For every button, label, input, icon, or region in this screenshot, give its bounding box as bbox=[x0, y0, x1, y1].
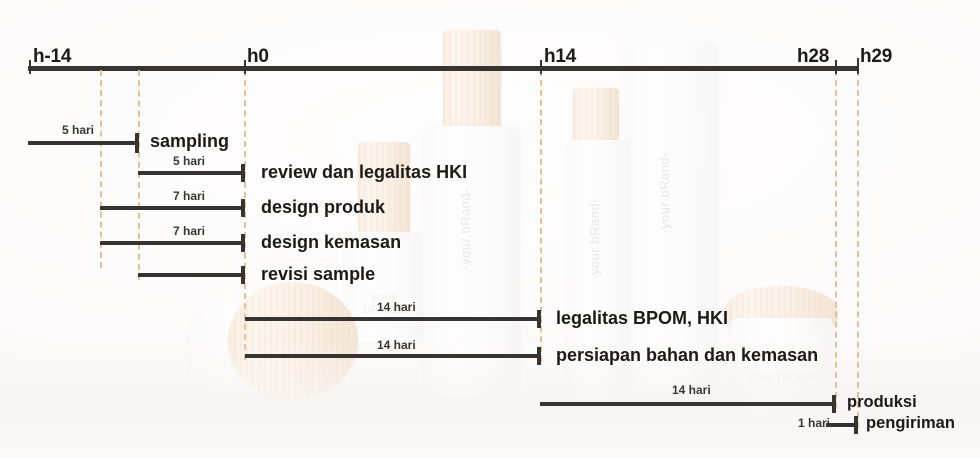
task-duration: 5 hari bbox=[62, 123, 95, 137]
task-bar bbox=[245, 354, 541, 358]
task-label-persiapan-bahan-dan-kemasan: persiapan bahan dan kemasan bbox=[556, 345, 819, 365]
guide-line bbox=[540, 70, 542, 362]
task-bar-end-cap bbox=[537, 310, 541, 328]
guide-line bbox=[835, 70, 837, 408]
task-bar-end-cap bbox=[537, 347, 541, 365]
axis-label-h29: h29 bbox=[860, 46, 893, 67]
task-duration: 7 hari bbox=[173, 224, 206, 238]
task-duration: 14 hari bbox=[377, 300, 416, 314]
task-duration: 5 hari bbox=[173, 154, 206, 168]
task-bar bbox=[28, 141, 138, 145]
task-label-sampling: sampling bbox=[150, 131, 230, 151]
timeline-axis bbox=[28, 66, 858, 71]
guide-line bbox=[857, 70, 859, 428]
task-bar-end-cap bbox=[241, 234, 245, 252]
task-label-design-produk: design produk bbox=[261, 197, 386, 217]
task-label-review-dan-legalitas-hki: review dan legalitas HKI bbox=[261, 162, 468, 182]
task-label-pengiriman: pengiriman bbox=[866, 414, 955, 432]
task-label-revisi-sample: revisi sample bbox=[261, 264, 376, 284]
task-duration: 1 hari bbox=[798, 416, 831, 430]
task-bar bbox=[138, 171, 245, 175]
task-bar bbox=[100, 206, 245, 210]
guide-line bbox=[244, 70, 246, 360]
task-bar-end-cap bbox=[241, 266, 245, 284]
task-bar bbox=[540, 402, 836, 406]
task-bar bbox=[245, 317, 541, 321]
task-bar bbox=[100, 241, 245, 245]
task-bar-end-cap bbox=[241, 164, 245, 182]
task-bar-end-cap bbox=[135, 133, 139, 153]
task-label-design-kemasan: design kemasan bbox=[261, 232, 402, 252]
axis-label-h-14: h-14 bbox=[33, 46, 72, 67]
task-label-legalitas-bpom-hki: legalitas BPOM, HKI bbox=[556, 308, 729, 328]
axis-tick-h0 bbox=[244, 60, 246, 74]
task-label-produksi: produksi bbox=[847, 393, 917, 411]
task-bar bbox=[138, 273, 245, 277]
task-bar-end-cap bbox=[241, 199, 245, 217]
axis-tick-h28 bbox=[835, 60, 837, 74]
task-bar bbox=[826, 423, 858, 427]
guide-line bbox=[100, 70, 102, 268]
axis-label-h0: h0 bbox=[247, 46, 269, 67]
task-bar-end-cap bbox=[832, 395, 836, 413]
axis-tick-h29 bbox=[857, 58, 859, 74]
task-duration: 14 hari bbox=[377, 338, 416, 352]
task-duration: 14 hari bbox=[672, 383, 711, 397]
axis-label-h14: h14 bbox=[544, 46, 577, 67]
axis-label-h28: h28 bbox=[797, 46, 830, 67]
task-duration: 7 hari bbox=[173, 189, 206, 203]
task-bar-end-cap bbox=[854, 416, 858, 434]
guide-line bbox=[138, 70, 140, 280]
axis-tick-h-14 bbox=[29, 60, 31, 74]
axis-tick-h14 bbox=[540, 60, 542, 74]
